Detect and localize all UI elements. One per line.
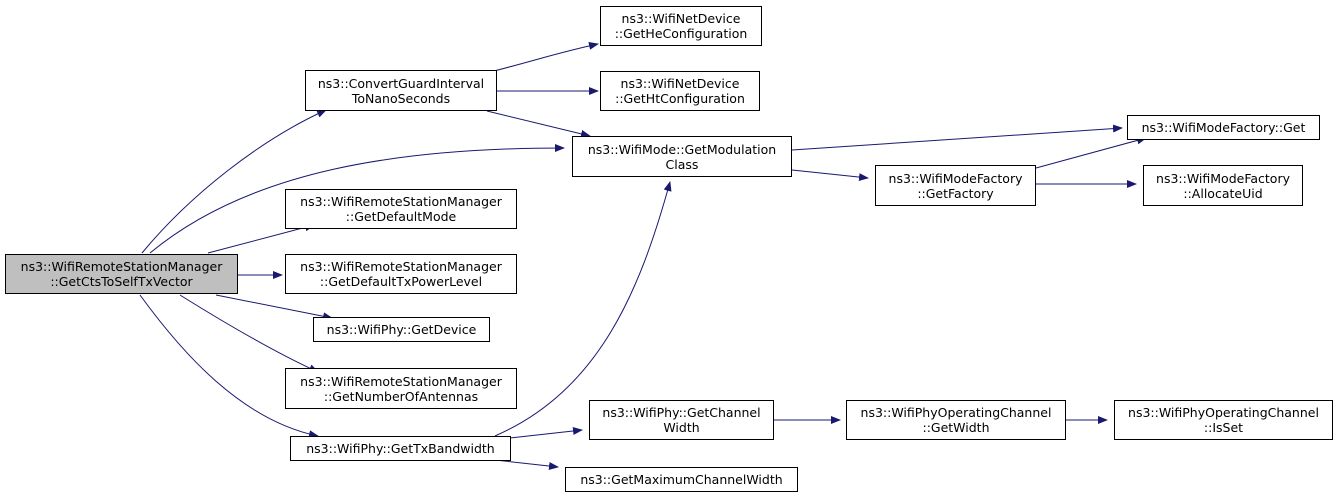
node-phy-get-tx-bandwidth-line1: ns3::WifiPhy::GetTxBandwidth — [306, 441, 495, 456]
edge-tx-bandwidth-to-get-modulation-class — [494, 181, 672, 437]
node-get-ht-config-line2: ::GetHtConfiguration — [615, 91, 745, 106]
node-root-line1: ns3::WifiRemoteStationManager — [20, 259, 223, 274]
node-get-default-mode-line2: ::GetDefaultMode — [345, 209, 457, 224]
node-convert-guard-interval[interactable]: ns3::ConvertGuardInterval ToNanoSeconds — [305, 70, 497, 111]
node-operating-channel-get-width[interactable]: ns3::WifiPhyOperatingChannel ::GetWidth — [846, 400, 1066, 440]
node-phy-get-device-line1: ns3::WifiPhy::GetDevice — [326, 322, 477, 337]
node-mode-factory-getfactory-line1: ns3::WifiModeFactory — [888, 170, 1023, 186]
node-opchan-is-set-line2: ::IsSet — [1203, 420, 1244, 435]
edge-convert-guard-to-get-modulation-class — [486, 110, 591, 138]
node-root-get-cts-to-self-tx-vector: ns3::WifiRemoteStationManager ::GetCtsTo… — [5, 254, 238, 294]
edge-tx-bandwidth-to-get-channel-width — [509, 427, 583, 439]
node-get-default-tx-power-line2: ::GetDefaultTxPowerLevel — [319, 274, 483, 289]
node-get-default-tx-power-level[interactable]: ns3::WifiRemoteStationManager ::GetDefau… — [285, 254, 517, 294]
node-get-default-tx-power-line1: ns3::WifiRemoteStationManager — [300, 259, 502, 274]
node-get-modulation-class-line1: ns3::WifiMode::GetModulation — [587, 141, 777, 157]
edge-modulation-to-mode-factory-get — [791, 124, 1123, 151]
edge-root-to-phy-get-device — [215, 294, 333, 321]
node-wifi-phy-get-device[interactable]: ns3::WifiPhy::GetDevice — [313, 317, 490, 342]
node-get-default-mode-line1: ns3::WifiRemoteStationManager — [300, 194, 502, 209]
node-get-number-of-antennas-line1: ns3::WifiRemoteStationManager — [300, 373, 502, 389]
node-convert-guard-line1: ns3::ConvertGuardInterval — [317, 75, 485, 91]
node-get-he-config-line1: ns3::WifiNetDevice — [621, 11, 741, 26]
node-wifi-phy-get-tx-bandwidth[interactable]: ns3::WifiPhy::GetTxBandwidth — [290, 436, 511, 461]
node-mode-factory-getfactory-line2: ::GetFactory — [917, 185, 994, 201]
edge-modulation-to-mode-factory-getfactory — [791, 169, 869, 182]
node-opchan-get-width-line1: ns3::WifiPhyOperatingChannel — [860, 405, 1052, 420]
node-phy-get-channel-width-line1: ns3::WifiPhy::GetChannel — [602, 405, 761, 420]
edge-root-to-get-number-of-antennas — [179, 294, 319, 373]
edge-root-to-phy-get-tx-bandwidth — [139, 294, 319, 439]
edge-getfactory-to-mode-factory-get — [1035, 136, 1147, 169]
edge-root-to-get-default-mode — [207, 223, 315, 254]
node-root-line2: ::GetCtsToSelfTxVector — [50, 274, 193, 289]
node-get-modulation-class-line2: Class — [665, 156, 699, 172]
node-mode-factory-get-line1: ns3::WifiModeFactory::Get — [1141, 120, 1306, 135]
node-wifi-mode-factory-allocateuid[interactable]: ns3::WifiModeFactory ::AllocateUid — [1143, 165, 1303, 206]
node-wifi-phy-get-channel-width[interactable]: ns3::WifiPhy::GetChannel Width — [589, 400, 774, 440]
edge-convert-guard-to-get-he-config — [489, 41, 599, 73]
node-wifi-mode-factory-get[interactable]: ns3::WifiModeFactory::Get — [1127, 115, 1320, 140]
node-get-ht-configuration[interactable]: ns3::WifiNetDevice ::GetHtConfiguration — [600, 71, 760, 111]
node-get-number-of-antennas-line2: ::GetNumberOfAntennas — [323, 388, 479, 404]
node-get-number-of-antennas[interactable]: ns3::WifiRemoteStationManager ::GetNumbe… — [285, 368, 517, 409]
node-wifi-mode-factory-getfactory[interactable]: ns3::WifiModeFactory ::GetFactory — [875, 165, 1036, 206]
node-operating-channel-is-set[interactable]: ns3::WifiPhyOperatingChannel ::IsSet — [1114, 400, 1333, 440]
node-opchan-is-set-line1: ns3::WifiPhyOperatingChannel — [1128, 405, 1319, 420]
node-mode-factory-allocateuid-line2: ::AllocateUid — [1183, 185, 1263, 201]
node-get-default-mode[interactable]: ns3::WifiRemoteStationManager ::GetDefau… — [285, 189, 517, 229]
edge-root-to-convert-guard — [141, 109, 327, 254]
node-get-he-config-line2: ::GetHeConfiguration — [614, 26, 748, 41]
edge-tx-bandwidth-to-get-max-channel-width — [494, 459, 559, 470]
node-get-maximum-channel-width[interactable]: ns3::GetMaximumChannelWidth — [565, 467, 798, 492]
node-get-max-channel-width-line1: ns3::GetMaximumChannelWidth — [580, 472, 783, 487]
node-get-he-configuration[interactable]: ns3::WifiNetDevice ::GetHeConfiguration — [600, 6, 762, 46]
node-get-ht-config-line1: ns3::WifiNetDevice — [620, 76, 740, 91]
node-phy-get-channel-width-line2: Width — [663, 420, 700, 435]
node-mode-factory-allocateuid-line1: ns3::WifiModeFactory — [1156, 170, 1290, 186]
node-opchan-get-width-line2: ::GetWidth — [922, 420, 990, 435]
node-convert-guard-line2: ToNanoSeconds — [351, 90, 451, 106]
node-get-modulation-class[interactable]: ns3::WifiMode::GetModulation Class — [572, 136, 792, 177]
edge-root-to-get-modulation-class — [149, 144, 565, 254]
